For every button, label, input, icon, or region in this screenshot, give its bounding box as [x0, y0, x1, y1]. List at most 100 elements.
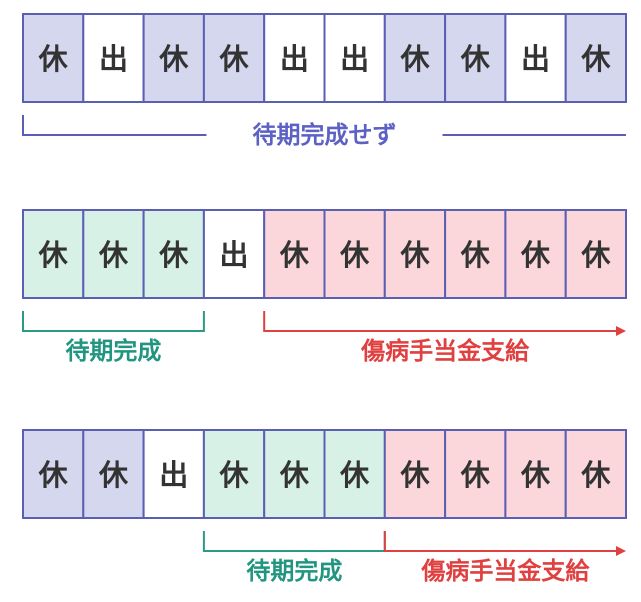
rest-day-label: 休 — [158, 238, 189, 272]
rest-day-label: 休 — [399, 458, 430, 492]
day-cell-waiting: 休 — [142, 209, 205, 299]
day-cell-waiting: 休 — [82, 209, 145, 299]
rest-day-label: 休 — [38, 42, 69, 76]
day-cell-box — [564, 429, 628, 519]
work-day-label: 出 — [340, 42, 369, 76]
sickness-benefit-label: 傷病手当金支給 — [360, 337, 530, 365]
day-cell-work: 出 — [504, 13, 567, 103]
day-cell-box — [22, 13, 85, 103]
day-cell-benefit: 休 — [444, 429, 507, 519]
rest-day-label: 休 — [219, 42, 250, 76]
bracket-line — [22, 311, 205, 332]
rest-day-label: 休 — [399, 42, 430, 76]
day-cell-box — [82, 13, 145, 103]
bracket-line-left — [22, 115, 207, 136]
day-cell-benefit: 休 — [444, 209, 507, 299]
day-cell-box — [202, 429, 266, 519]
benefit-arrow: 傷病手当金支給 — [383, 531, 626, 585]
day-cell-benefit: 休 — [323, 209, 386, 299]
day-cell-benefit: 休 — [263, 209, 326, 299]
bracket-line — [202, 531, 386, 552]
waiting-completed-label: 待期完成 — [246, 557, 342, 585]
day-cell-box — [142, 429, 205, 519]
rest-day-label: 休 — [520, 238, 551, 272]
day-cell-benefit: 休 — [564, 429, 628, 519]
benefit-arrow: 傷病手当金支給 — [263, 311, 626, 365]
work-day-label: 出 — [521, 42, 550, 76]
waiting-completed-label: 待期完成 — [65, 337, 161, 365]
day-cell-waiting: 休 — [263, 429, 326, 519]
day-cell-rest: 休 — [22, 13, 85, 103]
day-cell-benefit: 休 — [564, 209, 628, 299]
day-cell-box — [142, 209, 205, 299]
day-cell-box — [504, 429, 567, 519]
rest-day-label: 休 — [460, 238, 491, 272]
day-cell-rest: 休 — [142, 13, 205, 103]
day-cell-box — [444, 209, 507, 299]
day-cell-box — [323, 13, 386, 103]
rest-day-label: 休 — [279, 458, 310, 492]
day-cell-box — [22, 429, 85, 519]
day-cell-box — [323, 209, 386, 299]
rest-day-label: 休 — [98, 238, 129, 272]
day-cell-work: 出 — [323, 13, 386, 103]
day-cell-box — [383, 429, 447, 519]
sickness-benefit-label: 傷病手当金支給 — [420, 557, 590, 585]
day-cell-waiting: 休 — [202, 429, 266, 519]
day-cell-benefit: 休 — [383, 209, 447, 299]
rest-day-label: 休 — [38, 238, 69, 272]
arrow-line — [383, 531, 626, 556]
day-cell-box — [323, 429, 386, 519]
day-cell-work: 出 — [263, 13, 326, 103]
day-cell-rest: 休 — [564, 13, 628, 103]
day-cell-rest: 休 — [444, 13, 507, 103]
work-day-label: 出 — [99, 42, 128, 76]
day-cell-box — [444, 13, 507, 103]
waiting-completed-bracket: 待期完成 — [202, 531, 386, 585]
day-cell-box — [444, 429, 507, 519]
rest-day-label: 休 — [339, 458, 370, 492]
day-cell-box — [564, 13, 628, 103]
day-cell-box — [202, 209, 266, 299]
day-cell-rest: 休 — [22, 429, 85, 519]
arrow-line — [263, 311, 626, 336]
day-cell-rest: 休 — [383, 13, 447, 103]
day-cell-benefit: 休 — [383, 429, 447, 519]
day-cell-benefit: 休 — [504, 429, 567, 519]
timeline-row-3: 休休出休休休休休休休待期完成傷病手当金支給 — [22, 429, 628, 585]
day-cell-box — [263, 13, 326, 103]
day-cell-box — [263, 209, 326, 299]
rest-day-label: 休 — [580, 238, 611, 272]
rest-day-label: 休 — [219, 458, 250, 492]
rest-day-label: 休 — [279, 238, 310, 272]
day-cell-box — [504, 209, 567, 299]
rest-day-label: 休 — [399, 238, 430, 272]
rest-day-label: 休 — [580, 458, 611, 492]
day-cell-rest: 休 — [82, 429, 145, 519]
day-cell-rest: 休 — [202, 13, 266, 103]
day-cell-box — [564, 209, 628, 299]
rest-day-label: 休 — [158, 42, 189, 76]
waiting-not-completed-label: 待期完成せず — [253, 121, 397, 149]
rest-day-label: 休 — [98, 458, 129, 492]
work-day-label: 出 — [280, 42, 309, 76]
day-cell-work: 出 — [202, 209, 266, 299]
day-cell-work: 出 — [142, 429, 205, 519]
day-cell-waiting: 休 — [323, 429, 386, 519]
rest-day-label: 休 — [580, 42, 611, 76]
rest-day-label: 休 — [460, 42, 491, 76]
rest-day-label: 休 — [520, 458, 551, 492]
day-cell-benefit: 休 — [504, 209, 567, 299]
timeline-row-2: 休休休出休休休休休休待期完成傷病手当金支給 — [22, 209, 628, 365]
not-completed-bracket: 待期完成せず — [22, 115, 626, 149]
work-day-label: 出 — [159, 458, 188, 492]
day-cell-box — [383, 209, 447, 299]
day-cell-box — [142, 13, 205, 103]
rest-day-label: 休 — [460, 458, 491, 492]
rest-day-label: 休 — [38, 458, 69, 492]
day-cell-box — [22, 209, 85, 299]
waiting-completed-bracket: 待期完成 — [22, 311, 205, 365]
timeline-row-1: 休出休休出出休休出休待期完成せず — [22, 13, 628, 149]
work-day-label: 出 — [220, 238, 249, 272]
